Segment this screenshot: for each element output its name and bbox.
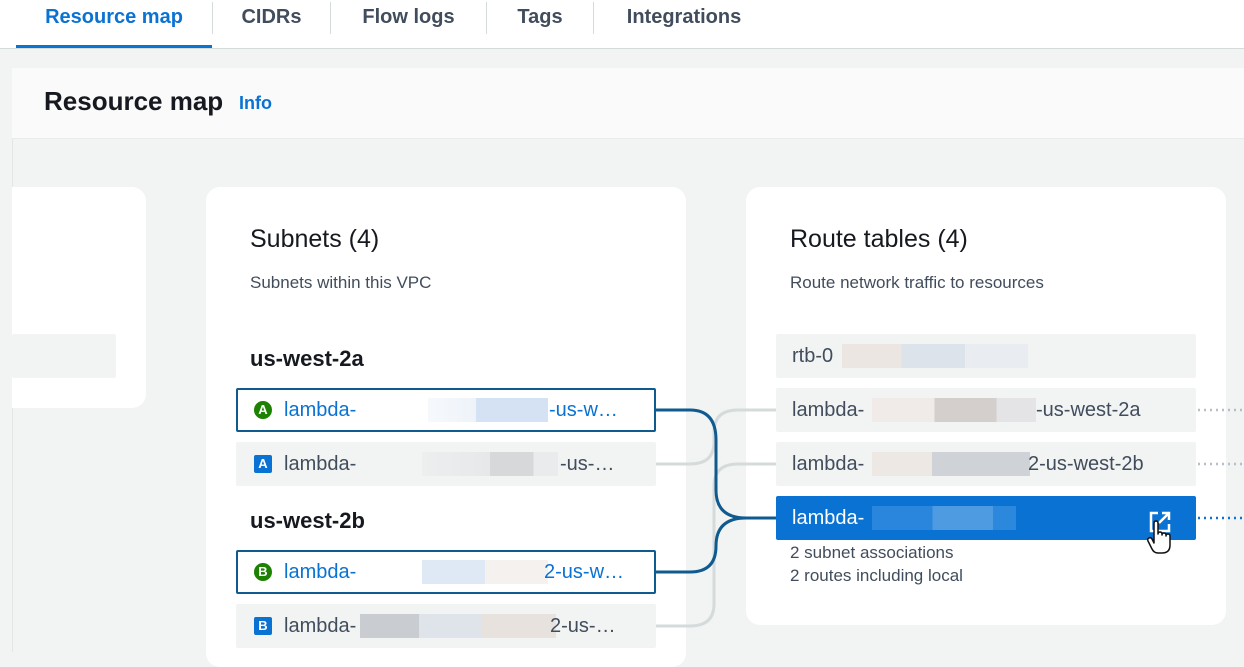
subnet-row[interactable]: B lambda- 2-us-w… [236, 550, 656, 594]
zone-heading: us-west-2a [250, 346, 364, 371]
subnets-card: Subnets (4) Subnets within this VPC us-w… [206, 187, 686, 667]
external-link-icon[interactable] [1148, 506, 1172, 533]
subnet-suffix: 2-us-w… [544, 561, 625, 583]
subnet-row[interactable]: A lambda- -us-w… [236, 388, 656, 432]
subnet-name: lambda- [284, 561, 357, 583]
redacted-text [360, 614, 556, 638]
subnet-associations-note: 2 subnet associations [790, 543, 954, 562]
zone-a-badge: A [254, 455, 272, 473]
subnet-suffix: 2-us-… [550, 615, 616, 637]
redacted-text [422, 560, 548, 584]
route-table-suffix: 2-us-west-2b [1028, 453, 1144, 475]
tab-divider [486, 2, 487, 34]
subnet-name: lambda- [284, 615, 357, 637]
redacted-text [422, 452, 558, 476]
zone-a-badge: A [254, 401, 272, 419]
route-table-suffix: -us-west-2a [1036, 399, 1141, 421]
route-table-row[interactable]: rtb-0 [776, 334, 1196, 378]
connector-line-selected [656, 516, 747, 574]
tab-bar: Resource map CIDRs Flow logs Tags Integr… [0, 0, 1244, 49]
tab-divider [593, 2, 594, 34]
route-tables-subtitle: Route network traffic to resources [790, 273, 1044, 292]
redacted-text [428, 398, 548, 422]
route-tables-title: Route tables (4) [790, 225, 968, 253]
zone-b-badge: B [254, 563, 272, 581]
zone-heading: us-west-2b [250, 508, 365, 533]
panel-header: Resource map Info [12, 68, 1244, 139]
tab-cidrs[interactable]: CIDRs [241, 6, 302, 28]
tab-tags[interactable]: Tags [517, 6, 563, 28]
subnet-suffix: -us-w… [549, 399, 618, 421]
subnet-name: lambda- [284, 399, 357, 421]
connector-line [656, 462, 776, 628]
route-table-row[interactable]: lambda- 2-us-west-2b [776, 442, 1196, 486]
route-table-row[interactable]: lambda- -us-west-2a [776, 388, 1196, 432]
panel-title: Resource map [44, 86, 224, 116]
connector-lines [656, 408, 1244, 628]
zone-b-badge: B [254, 617, 272, 635]
redacted-text [872, 452, 1030, 476]
tab-integrations[interactable]: Integrations [626, 6, 742, 28]
route-table-name: lambda- [792, 399, 865, 421]
tab-flow-logs[interactable]: Flow logs [362, 6, 455, 28]
route-table-row-selected[interactable]: lambda- [776, 496, 1196, 540]
subnet-row[interactable]: A lambda- -us-… [236, 442, 656, 486]
redacted-text [872, 398, 1036, 422]
route-table-name: lambda- [792, 507, 865, 529]
subnet-row[interactable]: B lambda- 2-us-… [236, 604, 656, 648]
route-tables-card: Route tables (4) Route network traffic t… [746, 187, 1226, 625]
redacted-text [872, 506, 1016, 530]
subnets-subtitle: Subnets within this VPC [250, 273, 432, 292]
vpc-row[interactable] [12, 334, 116, 378]
info-link[interactable]: Info [239, 93, 272, 113]
tab-resource-map[interactable]: Resource map [16, 0, 212, 48]
route-table-name: lambda- [792, 453, 865, 475]
redacted-text [842, 344, 1028, 368]
pointer-cursor-icon [1146, 520, 1172, 556]
subnet-suffix: -us-… [560, 453, 615, 475]
vpc-card [12, 187, 146, 408]
connector-line [656, 408, 776, 466]
routes-count-note: 2 routes including local [790, 566, 963, 585]
tab-divider [330, 2, 331, 34]
connector-line-selected [656, 408, 776, 520]
subnets-title: Subnets (4) [250, 225, 380, 253]
tab-divider [212, 2, 213, 34]
route-table-name: rtb-0 [792, 345, 834, 367]
subnet-name: lambda- [284, 453, 357, 475]
